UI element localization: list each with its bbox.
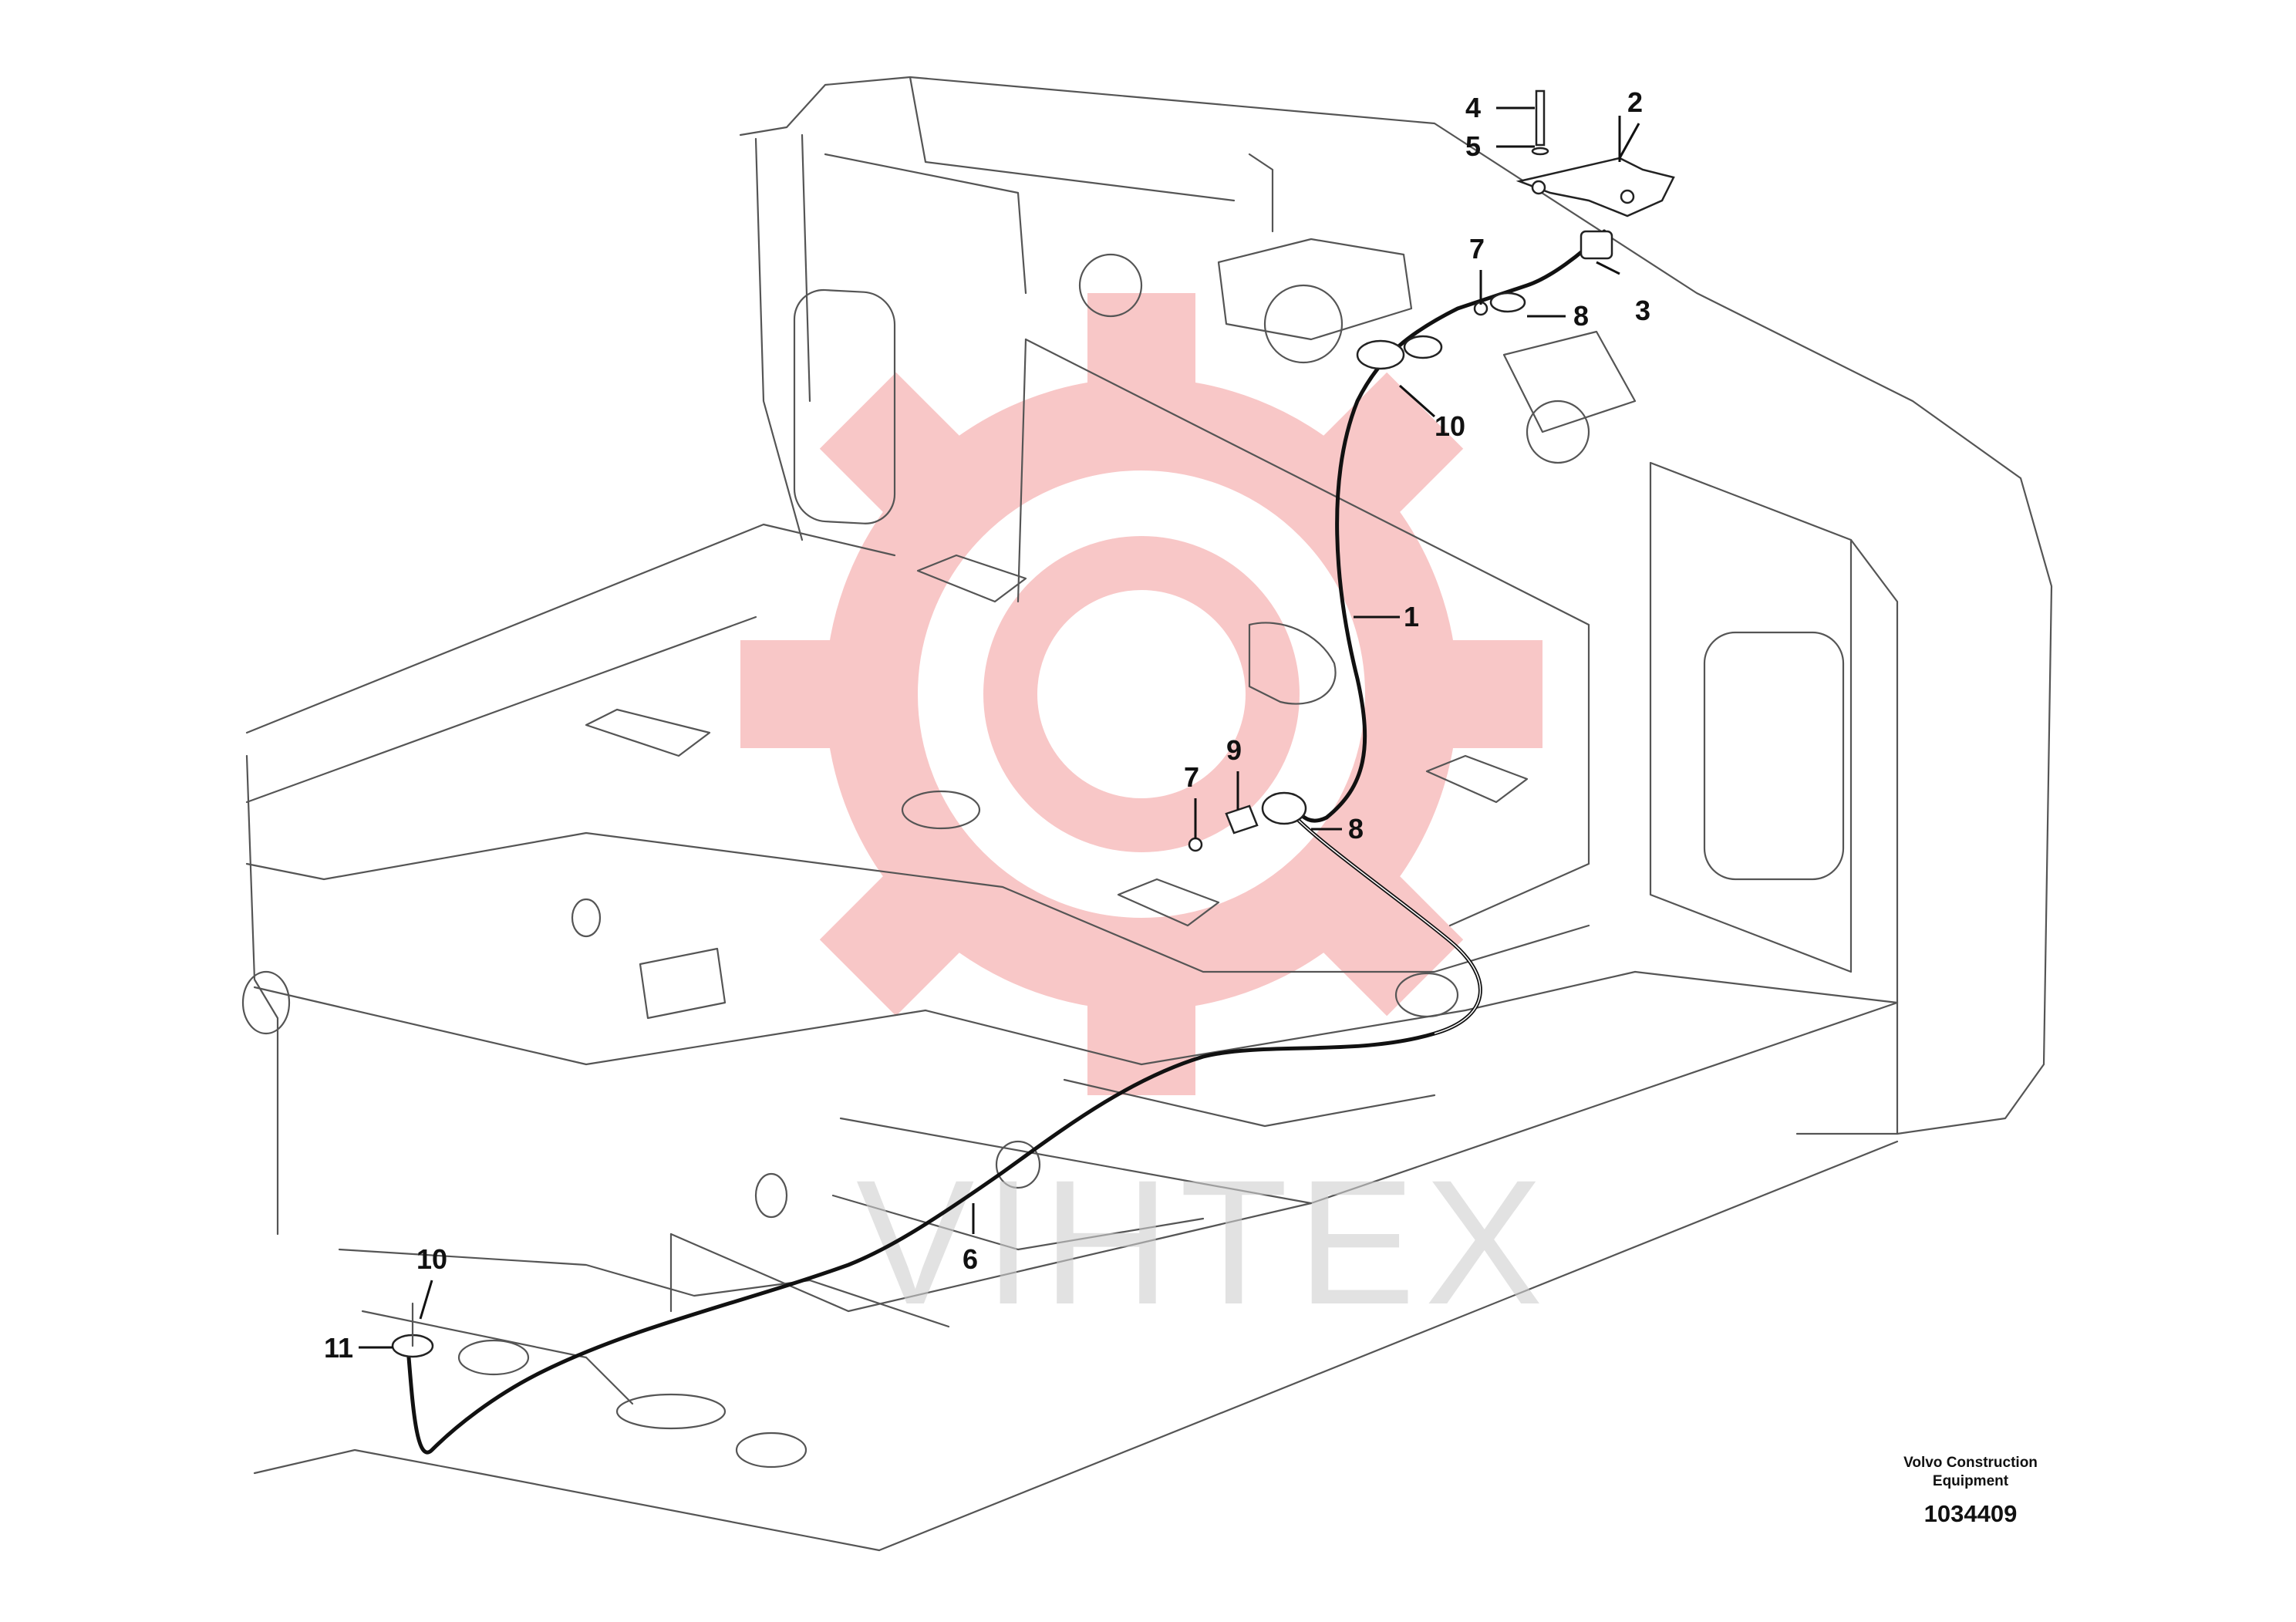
document-number: 1034409 <box>1923 1500 2018 1527</box>
leader-lines <box>359 106 1640 1349</box>
bolt-4 <box>1535 89 1546 147</box>
switch-3 <box>1580 230 1613 260</box>
callout-4: 4 <box>1465 92 1481 123</box>
clamp-8-upper <box>1489 292 1526 313</box>
callout-1: 1 <box>1404 601 1419 632</box>
callout-6: 6 <box>963 1243 978 1275</box>
screw-7-lower <box>1188 837 1203 852</box>
machine-frame <box>241 76 2053 1552</box>
document-caption: Volvo Construction Equipment 1034409 <box>1882 1454 2059 1528</box>
watermark-text: VIHTEX <box>856 1143 1553 1341</box>
callout-10-upper: 10 <box>1435 410 1465 442</box>
callout-11: 11 <box>324 1332 353 1364</box>
callout-labels: 1 2 3 4 5 6 7 7 8 8 9 10 10 11 <box>324 86 1650 1364</box>
clamp-10-upper <box>1356 339 1405 370</box>
clip-9 <box>1225 804 1259 835</box>
callout-7-upper: 7 <box>1469 233 1485 265</box>
company-name-line2: Equipment <box>1932 1473 2009 1489</box>
bracket-2 <box>1515 157 1675 218</box>
cable-assembly <box>391 89 1675 1455</box>
callout-5: 5 <box>1465 130 1481 162</box>
company-name-line1: Volvo Construction <box>1903 1455 2038 1471</box>
callout-8-lower: 8 <box>1348 813 1364 845</box>
clamp-8-lower <box>1261 791 1307 825</box>
watermark-gear <box>740 293 1542 1095</box>
callout-9: 9 <box>1226 734 1242 766</box>
callout-10-lower: 10 <box>416 1243 447 1275</box>
callout-7-lower: 7 <box>1184 761 1199 793</box>
cable-main <box>1293 229 1607 823</box>
callout-8-upper: 8 <box>1573 300 1589 332</box>
callout-2: 2 <box>1627 86 1643 118</box>
callout-3: 3 <box>1635 295 1650 326</box>
washer-5 <box>1531 147 1549 156</box>
